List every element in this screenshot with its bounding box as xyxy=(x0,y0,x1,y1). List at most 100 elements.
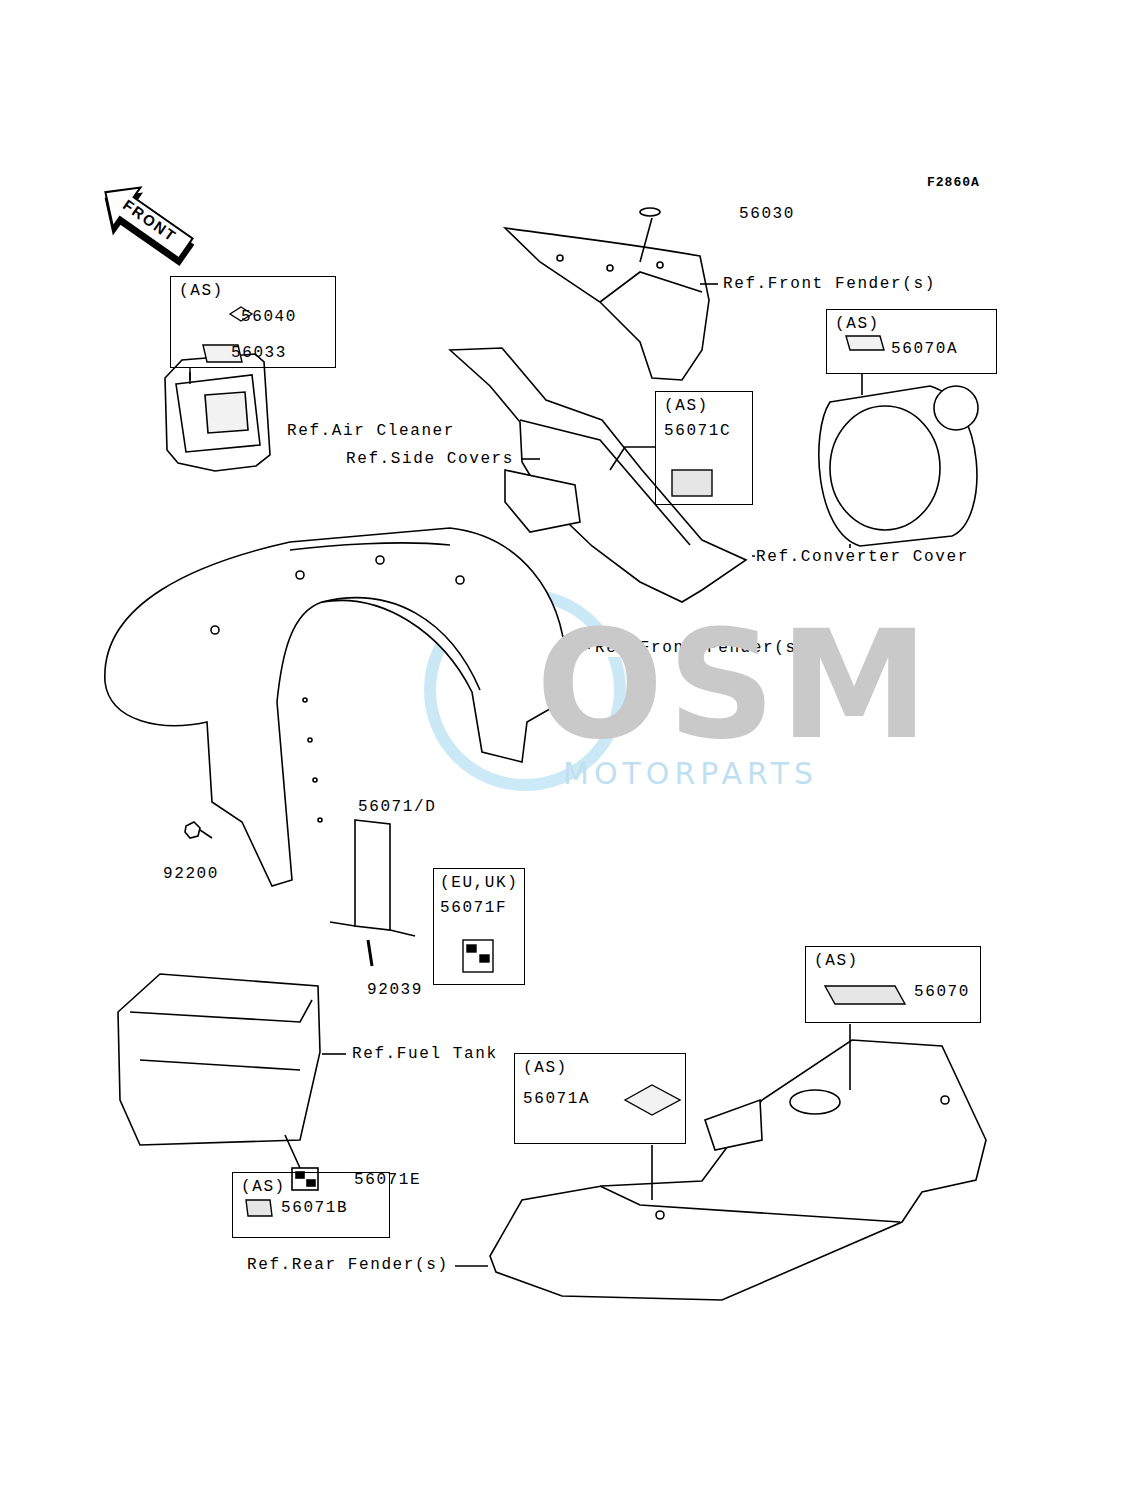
front-fender-part xyxy=(456,576,464,584)
part-reference: Ref.Rear Fender(s) xyxy=(246,1256,450,1274)
rear-fender-part xyxy=(455,1265,488,1267)
decal-icons-part xyxy=(672,470,712,496)
air-cleaner xyxy=(165,354,270,471)
callout-number: 56071A xyxy=(523,1090,590,1108)
front-fender-part xyxy=(318,818,322,822)
front-fender-part xyxy=(290,543,450,550)
market-code: (AS) xyxy=(523,1059,568,1077)
top-front-fender-part xyxy=(640,218,652,262)
fuel-tank xyxy=(118,974,346,1190)
front-fender-part xyxy=(355,820,390,930)
drawing-code: F2860A xyxy=(926,174,981,192)
callout-number: 56033 xyxy=(231,344,287,362)
market-code: (EU,UK) xyxy=(440,874,518,892)
callout-number: 56070 xyxy=(914,983,970,1001)
front-fender xyxy=(105,528,590,966)
front-fender-part xyxy=(368,940,372,966)
decal-icons-part xyxy=(189,368,190,380)
callout-number: 92039 xyxy=(366,981,424,999)
market-code: (AS) xyxy=(664,397,709,415)
front-fender-part xyxy=(303,698,307,702)
converter-cover-part xyxy=(934,386,978,430)
top-front-fender-part xyxy=(640,208,660,216)
callout-box: (AS) 56070 xyxy=(805,946,981,1023)
front-fender-part xyxy=(308,738,312,742)
market-code: (AS) xyxy=(241,1178,286,1196)
rear-fender xyxy=(455,1024,986,1300)
decal-icons-part xyxy=(463,940,493,972)
front-fender-part xyxy=(322,598,480,690)
part-reference: Ref.Air Cleaner xyxy=(286,422,456,440)
callout-number: 56070A xyxy=(891,340,958,358)
air-cleaner-part xyxy=(205,392,248,433)
fuel-tank-part xyxy=(130,1000,312,1022)
top-front-fender-part xyxy=(607,265,613,271)
front-fender-part xyxy=(185,822,200,838)
front-arrow-part-part xyxy=(92,173,200,269)
rear-fender-part xyxy=(600,1186,900,1222)
front-fender-part xyxy=(376,556,384,564)
callout-box: (AS) 56040 56033 xyxy=(170,276,336,368)
front-fender-part xyxy=(296,571,304,579)
fuel-tank-part xyxy=(118,974,320,1145)
callout-number: 56030 xyxy=(738,205,796,223)
front-fender-part xyxy=(313,778,317,782)
top-front-fender-part xyxy=(657,262,663,268)
rear-fender-part xyxy=(705,1100,762,1150)
watermark-text: MOTORPARTS xyxy=(562,758,819,790)
front-arrow-part xyxy=(89,173,203,275)
decal-icons-part xyxy=(467,945,476,952)
market-code: (AS) xyxy=(835,315,880,333)
front-fender-part xyxy=(330,922,355,926)
rear-fender-part xyxy=(849,1024,851,1090)
part-reference: Ref.Side Covers xyxy=(345,450,515,468)
rear-fender-part xyxy=(490,1040,986,1300)
front-fender-part xyxy=(105,528,566,886)
top-front-fender-part xyxy=(505,228,709,380)
rear-fender-part xyxy=(651,1145,653,1200)
callout-box: (AS) 56071C xyxy=(655,391,753,505)
market-code: (AS) xyxy=(814,952,859,970)
watermark-logo: OSM xyxy=(535,610,934,760)
side-cover-part xyxy=(610,447,655,470)
side-cover-part xyxy=(505,470,580,532)
callout-number: 56040 xyxy=(241,308,297,326)
front-fender-part xyxy=(200,830,212,838)
fuel-tank-part xyxy=(307,1180,315,1186)
front-arrow xyxy=(89,173,203,275)
fuel-tank-part xyxy=(322,1053,346,1055)
top-front-fender xyxy=(505,208,718,380)
callout-number: 56071F xyxy=(440,899,507,917)
front-fender-part xyxy=(390,930,415,936)
decal-icons-part xyxy=(480,955,489,962)
decal-icons-part xyxy=(246,1200,272,1216)
rear-fender-part xyxy=(656,1211,664,1219)
top-front-fender-part xyxy=(557,255,563,261)
air-cleaner-part xyxy=(165,354,270,471)
decal-icons xyxy=(190,307,905,1216)
callout-box: (AS) 56071A xyxy=(514,1053,686,1144)
decal-icons-part xyxy=(846,336,884,350)
rear-fender-part xyxy=(790,1090,840,1114)
fuel-tank-part xyxy=(285,1135,300,1168)
market-code: (AS) xyxy=(179,282,224,300)
part-reference: Ref.Fuel Tank xyxy=(351,1045,499,1063)
fuel-tank-part xyxy=(140,1060,300,1070)
callout-box: (AS) 56071B xyxy=(232,1172,390,1238)
converter-cover-part xyxy=(861,374,863,395)
callout-number: 56071B xyxy=(281,1199,348,1217)
decal-icons-part xyxy=(825,986,905,1004)
side-cover-part xyxy=(522,458,540,460)
callout-number: 56071E xyxy=(353,1171,422,1189)
converter-cover-part xyxy=(830,406,940,530)
callout-number: 92200 xyxy=(162,865,220,883)
callout-number: 56071C xyxy=(664,422,731,440)
part-reference: Ref.Front Fender(s) xyxy=(722,275,937,293)
part-reference: Ref.Converter Cover xyxy=(755,548,970,566)
callout-box: (AS) 56070A xyxy=(826,309,997,374)
air-cleaner-part xyxy=(176,375,260,452)
top-front-fender-part xyxy=(600,272,702,302)
callout-number: 56071/D xyxy=(357,798,437,816)
top-front-fender-part xyxy=(700,283,718,285)
